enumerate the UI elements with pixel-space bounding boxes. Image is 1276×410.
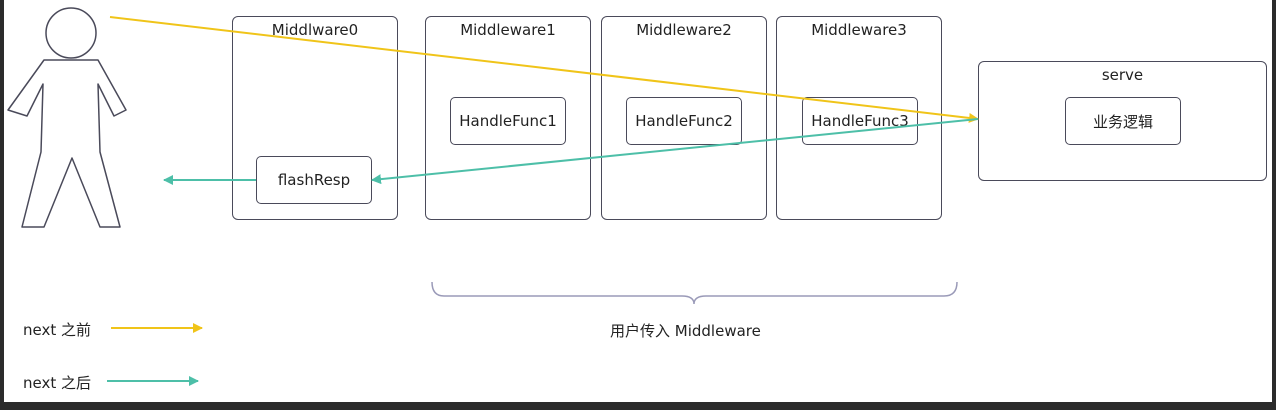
- brace-label: 用户传入 Middleware: [610, 322, 761, 340]
- middleware1-title: Middleware1: [460, 21, 556, 39]
- middleware0-title: Middlware0: [271, 21, 359, 39]
- handlefunc1-box: HandleFunc1: [450, 97, 566, 145]
- middleware3-title: Middleware3: [811, 21, 907, 39]
- handlefunc2-box: HandleFunc2: [626, 97, 742, 145]
- request-arrow: [109, 16, 979, 123]
- response-arrow: [371, 118, 979, 185]
- business-logic-box: 业务逻辑: [1065, 97, 1181, 145]
- connector-layer: [7, 7, 979, 386]
- flashresp-box: flashResp: [256, 156, 372, 204]
- user-middleware-brace: [431, 281, 958, 305]
- middleware2-title: Middleware2: [636, 21, 732, 39]
- diagram-canvas: Middlware0 Middleware1 Middleware2 Middl…: [4, 0, 1272, 402]
- serve-title: serve: [1101, 66, 1144, 84]
- person-outline-icon: [7, 7, 127, 228]
- legend-after-label: next 之后: [23, 374, 91, 392]
- legend-before-label: next 之前: [23, 321, 91, 339]
